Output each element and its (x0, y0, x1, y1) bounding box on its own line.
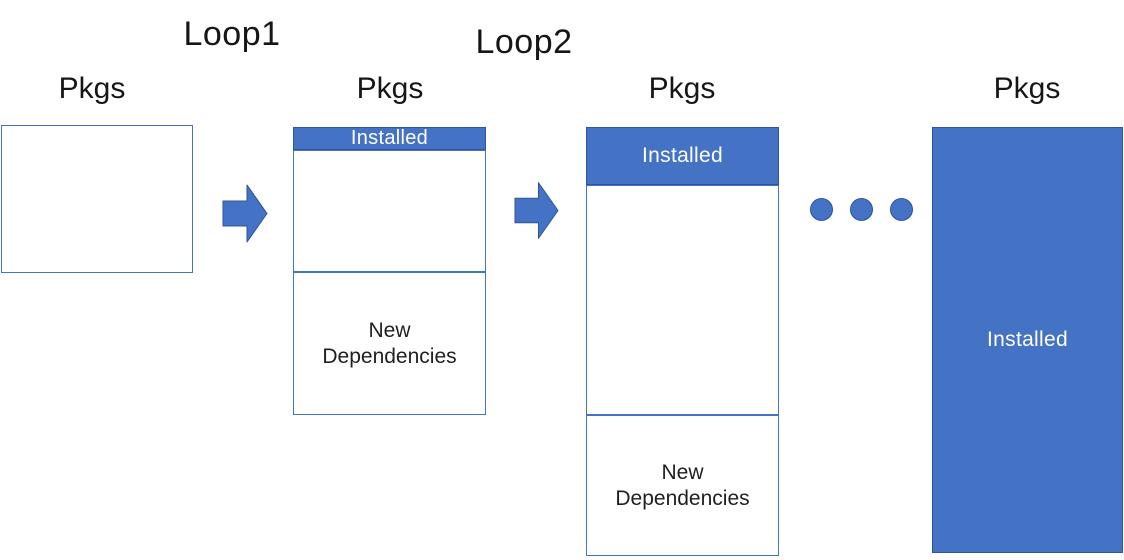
right-arrow-icon (222, 184, 268, 243)
stage3-installed-section: Installed (586, 127, 779, 185)
ellipsis-dots-icon (810, 198, 913, 221)
stage3-remaining-section (586, 185, 779, 415)
stage2-remaining-section (293, 150, 486, 272)
stage1-pkgs-box (1, 125, 193, 273)
pkgs-label-stage1: Pkgs (58, 72, 126, 105)
loop2-label: Loop2 (475, 23, 573, 61)
pkgs-label-stage2: Pkgs (356, 72, 424, 105)
loop1-label: Loop1 (183, 15, 281, 53)
stage3-new-dependencies-section: New Dependencies (586, 415, 779, 556)
new-dependencies-label: New Dependencies (322, 318, 457, 368)
new-dependencies-label: New Dependencies (615, 460, 750, 510)
dot (850, 198, 873, 221)
installed-label: Installed (987, 328, 1068, 351)
stage2-installed-section: Installed (293, 127, 486, 150)
right-arrow-icon (514, 182, 559, 239)
stage4-installed-box: Installed (932, 127, 1123, 553)
dot (810, 198, 833, 221)
dot (890, 198, 913, 221)
stage2-new-dependencies-section: New Dependencies (293, 272, 486, 415)
pkgs-label-stage3: Pkgs (648, 72, 716, 105)
installed-label: Installed (642, 144, 723, 167)
installed-label: Installed (350, 127, 429, 149)
pkgs-label-stage4: Pkgs (993, 72, 1061, 105)
